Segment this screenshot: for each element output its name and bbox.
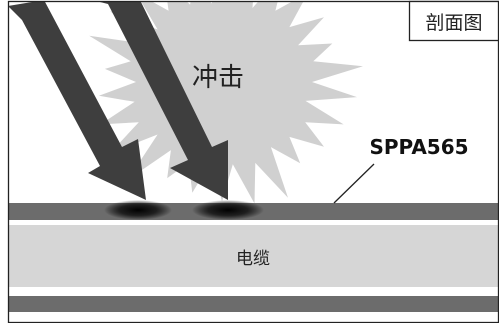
impact-arrow-right [96, 1, 228, 200]
impact-arrow-left [8, 1, 146, 200]
cable-label: 电缆 [236, 249, 270, 269]
sppa565-leader-line [333, 163, 375, 204]
view-label: 剖面图 [425, 12, 482, 34]
cable-body [8, 225, 499, 287]
view-label-box [408, 0, 499, 42]
cable-lower-layer [8, 296, 499, 312]
impact-imprint-left [104, 200, 172, 220]
impact-imprint-right [192, 200, 264, 220]
impact-label: 冲击 [192, 63, 244, 93]
sppa565-label: SPPA565 [369, 135, 468, 159]
